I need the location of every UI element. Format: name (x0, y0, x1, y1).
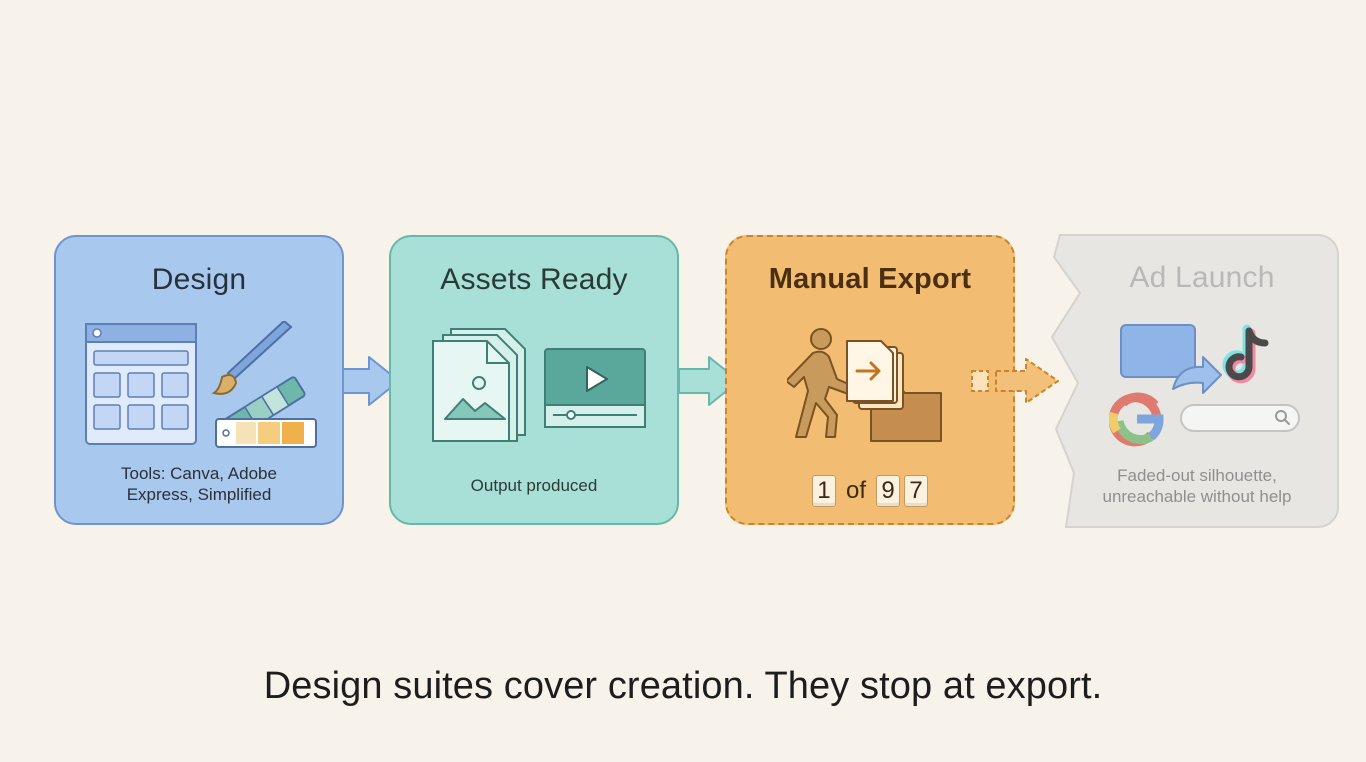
share-arrow-icon (1172, 356, 1222, 394)
tiktok-icon (1222, 324, 1269, 384)
stage-title-design: Design (151, 263, 247, 296)
stage-title-manual-export: Manual Export (768, 263, 972, 295)
stage-caption-ad-launch: Faded-out silhouette, unreachable withou… (1065, 465, 1329, 507)
color-swatch-icon (215, 376, 317, 448)
export-illustration (787, 328, 942, 442)
caption-line: Tools: Canva, Adobe (121, 464, 277, 483)
caption-line: Express, Simplified (126, 485, 272, 504)
arrow-connector-2 (679, 356, 740, 406)
counter-total-digit: 7 (904, 475, 928, 507)
arrow-connector-1 (343, 356, 400, 406)
counter-current-digit: 1 (811, 475, 836, 507)
caption-line: unreachable without help (1102, 487, 1292, 506)
export-counter: 1 of 9 7 (727, 474, 1013, 508)
stage-card-assets-ready: Assets Ready Output produced (389, 235, 679, 525)
stage-card-manual-export: Manual Export 1 of 9 7 (725, 235, 1015, 525)
stage-caption-design: Tools: Canva, Adobe Express, Simplified (66, 463, 332, 505)
caption-line: Faded-out silhouette, (1117, 466, 1277, 485)
stage-title-assets-ready: Assets Ready (440, 263, 628, 296)
stage-card-design: Design (54, 235, 344, 525)
counter-total-digit: 9 (876, 475, 900, 507)
video-player-icon (544, 348, 646, 428)
search-bar-icon (1180, 404, 1300, 432)
stage-title-ad-launch: Ad Launch (1129, 261, 1275, 294)
person-carrying-files-icon (787, 328, 904, 438)
assets-illustration (432, 328, 646, 442)
image-files-icon (432, 328, 526, 442)
tagline: Design suites cover creation. They stop … (263, 665, 1103, 707)
launch-illustration (1109, 324, 1300, 447)
layout-grid-icon (85, 323, 197, 445)
stage-caption-assets-ready: Output produced (470, 476, 598, 495)
dashed-arrow-connector (971, 358, 1059, 404)
stage-card-ad-launch: Ad Launch (1045, 235, 1339, 525)
paintbrush-icon (211, 321, 293, 395)
google-icon (1109, 392, 1164, 447)
design-illustration (85, 321, 317, 448)
display-ad-icon (1120, 324, 1196, 378)
counter-of-label: of (845, 477, 866, 504)
